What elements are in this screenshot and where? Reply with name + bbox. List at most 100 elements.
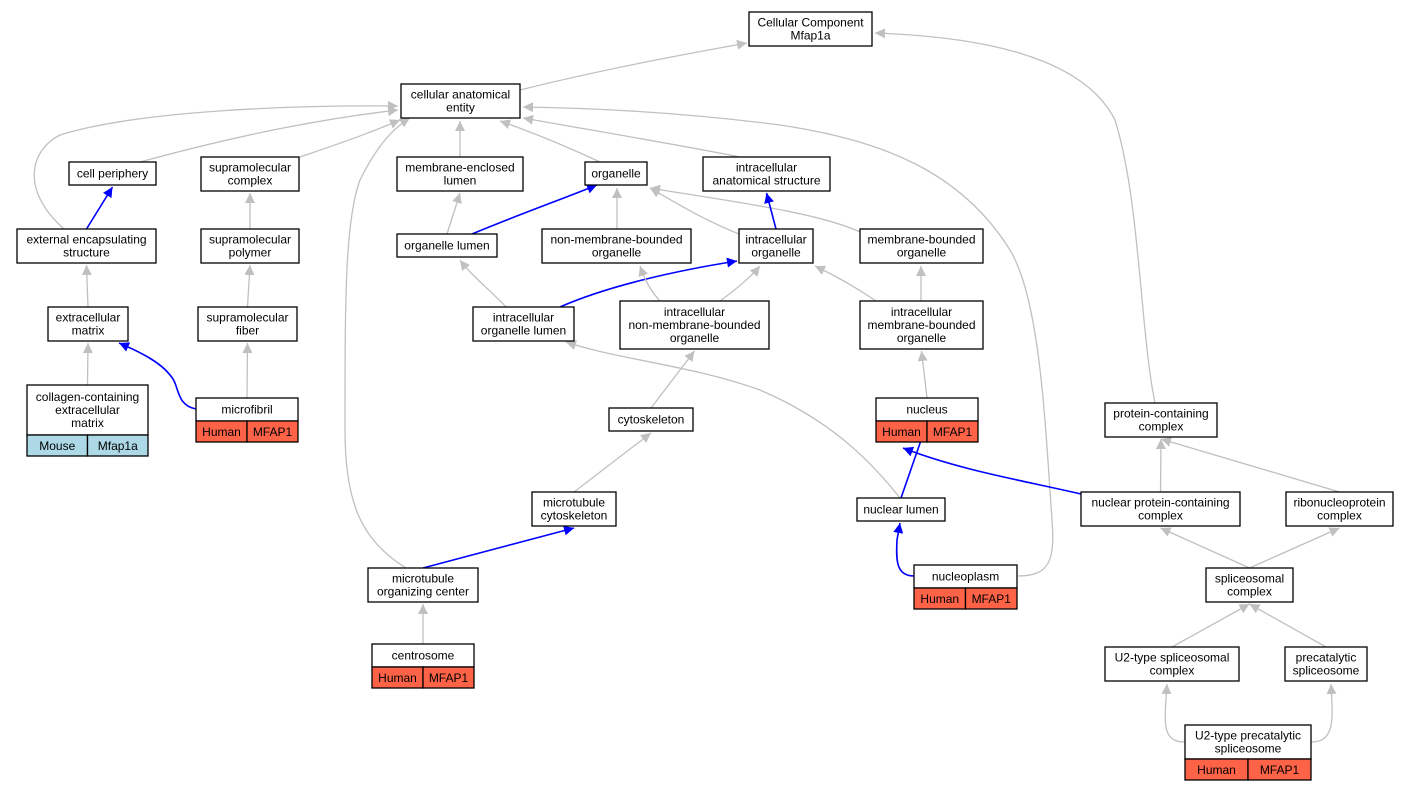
node-box [1080, 491, 1241, 527]
node-box [1284, 646, 1368, 682]
node-label: Cellular Component [757, 16, 864, 30]
edge-npcc-to-pcc [1155, 438, 1166, 493]
edge-inmbo-to-iorg [719, 265, 761, 302]
node-box [396, 233, 498, 258]
species-tag: Human [1184, 758, 1249, 781]
node-box [26, 384, 149, 436]
edge-spliceo-to-rnp [1249, 527, 1340, 569]
node-label: U2-type precatalytic [1195, 729, 1301, 743]
node-label: organelle [591, 167, 641, 181]
node-label: complex [1138, 509, 1183, 523]
edge-nucleoplasm-to-nuclumen [893, 522, 915, 577]
edge-iol-to-orglumen [459, 259, 507, 308]
node-label: intracellular [891, 305, 952, 319]
gene-tag: Mfap1a [86, 434, 149, 457]
node-label: nucleus [906, 403, 947, 417]
node-cytoskeleton[interactable]: cytoskeleton [608, 407, 694, 432]
node-box [541, 228, 692, 264]
node-label: membrane-bounded [867, 233, 975, 247]
node-label: spliceosome [1293, 664, 1360, 678]
node-label: matrix [71, 416, 104, 430]
node-orglumen[interactable]: organelle lumen [396, 233, 498, 258]
node-box [197, 306, 298, 342]
edge-ext-to-cae [33, 100, 399, 230]
node-collagen[interactable]: collagen-containingextracellularmatrixMo… [26, 384, 149, 457]
node-label: extracellular [56, 311, 121, 325]
edge-mtcyto-to-cytoskeleton [573, 432, 652, 493]
node-nuclumen[interactable]: nuclear lumen [856, 497, 946, 522]
edge-rnp-to-pcc [1160, 437, 1340, 493]
node-label: ribonucleoprotein [1293, 496, 1385, 510]
node-label: complex [1227, 585, 1272, 599]
node-label: spliceosome [1215, 742, 1282, 756]
node-label: centrosome [392, 649, 455, 663]
node-label: microtubule [543, 496, 605, 510]
species-tag: Mouse [26, 434, 89, 457]
node-label: external encapsulating [26, 233, 146, 247]
node-box [702, 156, 831, 192]
node-box [1104, 646, 1240, 682]
edge-npcc-to-nucleus [902, 446, 1082, 495]
edge-cae-to-root [519, 39, 748, 91]
tag-label: MFAP1 [429, 671, 469, 685]
node-label: organelle [897, 246, 947, 260]
tag-cell [1247, 758, 1312, 781]
gene-tag: MFAP1 [1247, 758, 1312, 781]
node-organelle[interactable]: organelle [584, 161, 648, 186]
node-label: polymer [229, 246, 272, 260]
node-box [608, 407, 694, 432]
node-label: complex [1317, 509, 1362, 523]
edge-organelle-to-cae [499, 119, 601, 163]
node-box [200, 156, 300, 192]
tag-label: Human [920, 592, 959, 606]
node-box [367, 567, 479, 603]
edge-ext-to-periphery [85, 186, 114, 230]
node-label: protein-containing [1113, 407, 1208, 421]
node-periphery[interactable]: cell periphery [68, 161, 157, 186]
node-label: cellular anatomical [411, 88, 510, 102]
edge-iorg-to-ias [764, 192, 777, 230]
node-label: supramolecular [209, 161, 291, 175]
node-label: nucleoplasm [932, 570, 999, 584]
node-inmbo[interactable]: intracellularnon-membrane-boundedorganel… [619, 300, 770, 350]
edge-u2-to-spliceo [1171, 603, 1250, 648]
node-label: Mfap1a [790, 29, 830, 43]
node-label: organelle [751, 246, 801, 260]
edge-microfibril-to-supfiber [242, 342, 253, 399]
edge-supfiber-to-suppoly [244, 264, 255, 308]
node-label: membrane-enclosed [405, 161, 514, 175]
node-label: cytoskeleton [618, 413, 685, 427]
gene-tag: MFAP1 [926, 420, 979, 443]
tag-label: Human [202, 425, 241, 439]
edge-mtoc-to-cae [344, 117, 411, 569]
node-box [47, 306, 129, 342]
